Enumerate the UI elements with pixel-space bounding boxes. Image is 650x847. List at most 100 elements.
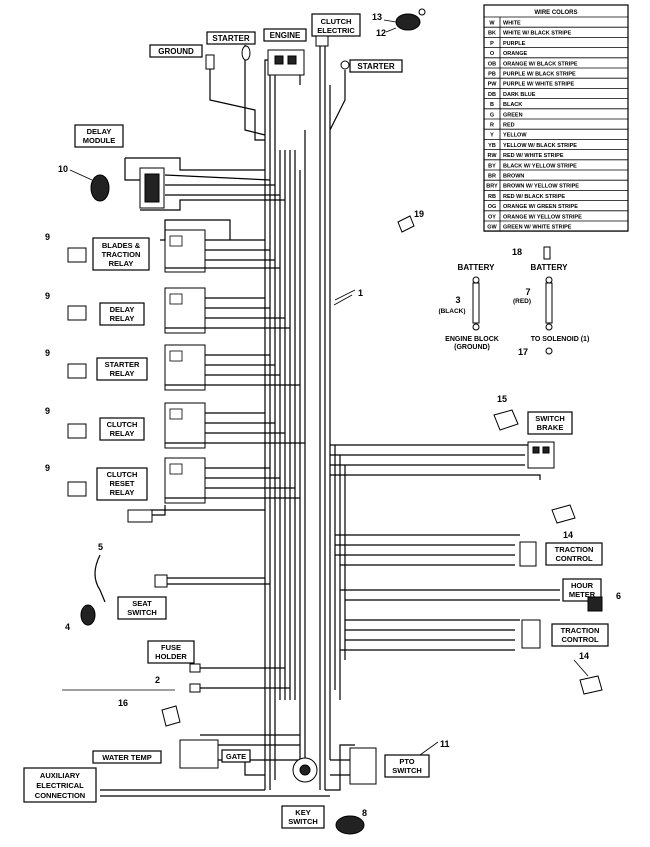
svg-text:13: 13 [372,12,382,22]
svg-text:SWITCH: SWITCH [392,766,422,775]
clutch-electric-label: CLUTCH ELECTRIC [311,13,361,37]
blades-traction-relay [160,219,280,273]
svg-text:ENGINE: ENGINE [270,31,301,40]
svg-text:17: 17 [518,347,528,357]
svg-text:SWITCH: SWITCH [288,817,318,826]
svg-text:RESET: RESET [109,479,134,488]
svg-text:DELAY: DELAY [110,305,135,314]
svg-text:ELECTRICAL: ELECTRICAL [36,781,84,790]
legend-color-name: YELLOW [503,133,527,139]
blades-traction-relay-label: BLADES & TRACTION RELAY [92,237,150,271]
traction-part-bottom [579,675,603,695]
svg-text:STARTER: STARTER [212,34,249,43]
clutch-reset-relay-label: CLUTCH RESET RELAY [96,467,148,501]
legend-color-name: GREEN [503,112,523,118]
legend-code: BK [488,31,496,37]
legend-code: YB [488,143,496,149]
svg-text:RELAY: RELAY [110,488,135,497]
svg-text:9: 9 [45,291,50,301]
relay-icon-2 [67,305,87,321]
relay-icon-3 [67,363,87,379]
battery-cables: BATTERY BATTERY 3 (BLACK) 7 (RED) ENGINE… [438,246,589,355]
svg-text:CLUTCH: CLUTCH [321,17,352,26]
pto-switch-label: PTO SWITCH [384,754,430,778]
switch-brake-part [493,409,519,431]
svg-text:BRAKE: BRAKE [537,423,564,432]
delay-module-label: DELAY MODULE [74,124,124,148]
legend-color-name: ORANGE W/ GREEN STRIPE [503,204,578,210]
traction-control-label-1: TRACTION CONTROL [545,542,603,566]
legend-code: OY [488,214,496,220]
delay-relay-label: DELAY RELAY [99,302,145,326]
legend-code: RW [487,153,497,159]
legend-color-name: BLACK W/ YELLOW STRIPE [503,163,577,169]
starter-terminal [241,45,251,61]
main-harness [100,40,560,797]
svg-text:HOUR: HOUR [571,581,594,590]
legend-code: PB [488,72,496,78]
svg-text:RELAY: RELAY [110,429,135,438]
legend-color-name: RED W/ WHITE STRIPE [503,153,564,159]
legend-color-name: DARK BLUE [503,92,536,98]
svg-text:2: 2 [155,675,160,685]
legend-color-name: WHITE [503,21,521,27]
svg-text:RELAY: RELAY [109,259,134,268]
starter-relay-unit [164,344,300,391]
legend-code: G [490,112,494,118]
engine-label: ENGINE [263,28,307,42]
svg-text:5: 5 [98,542,103,552]
legend-color-name: ORANGE [503,51,527,57]
hour-meter-part [587,596,603,612]
legend-title: WIRE COLORS [535,10,578,16]
svg-text:9: 9 [45,406,50,416]
svg-text:STARTER: STARTER [357,62,394,71]
svg-text:FUSE: FUSE [161,643,181,652]
auxiliary-connection-label: AUXILIARY ELECTRICAL CONNECTION [23,767,97,803]
svg-text:TRACTION: TRACTION [102,250,141,259]
svg-text:WATER TEMP: WATER TEMP [102,753,151,762]
svg-text:CONNECTION: CONNECTION [35,791,85,800]
svg-text:3: 3 [455,295,460,305]
engine-connector [267,49,305,76]
svg-text:CLUTCH: CLUTCH [107,420,138,429]
delay-relay-unit [164,287,290,334]
relay-icon-4 [67,423,87,439]
svg-text:19: 19 [414,209,424,219]
svg-text:(GROUND): (GROUND) [454,344,490,351]
svg-text:CONTROL: CONTROL [555,554,592,563]
svg-text:11: 11 [440,739,450,749]
svg-text:SWITCH: SWITCH [127,608,157,617]
legend-code: OG [488,204,497,210]
svg-text:TRACTION: TRACTION [561,626,600,635]
svg-text:7: 7 [525,287,530,297]
legend-code: R [490,123,494,129]
legend-color-name: PURPLE W/ BLACK STRIPE [503,72,576,78]
svg-text:6: 6 [616,591,621,601]
relay-icon-5 [67,481,87,497]
callout-numbers: 13 12 10 9 9 9 9 9 19 1 18 17 15 14 14 5… [45,12,621,818]
svg-text:DELAY: DELAY [87,127,112,136]
legend-color-name: WHITE W/ BLACK STRIPE [503,31,571,37]
svg-text:HOLDER: HOLDER [155,652,187,661]
delay-module-body [90,174,110,202]
water-temp-label: WATER TEMP [92,750,162,764]
svg-text:10: 10 [58,164,68,174]
svg-text:16: 16 [118,698,128,708]
battery-right-label: BATTERY [531,263,569,272]
seat-switch-part [80,604,96,626]
svg-text:1: 1 [358,288,363,298]
svg-text:AUXILIARY: AUXILIARY [40,771,80,780]
svg-text:ENGINE BLOCK: ENGINE BLOCK [445,336,499,343]
hour-meter-label: HOUR METER [562,578,602,602]
key-switch-label: KEY SWITCH [281,805,325,829]
svg-text:METER: METER [569,590,596,599]
starter-right-label: STARTER [349,59,403,73]
ground-terminal [205,54,215,70]
svg-text:9: 9 [45,232,50,242]
relay-bank [140,219,305,516]
svg-text:TRACTION: TRACTION [555,545,594,554]
svg-text:MODULE: MODULE [83,136,116,145]
legend-code: W [489,21,495,27]
